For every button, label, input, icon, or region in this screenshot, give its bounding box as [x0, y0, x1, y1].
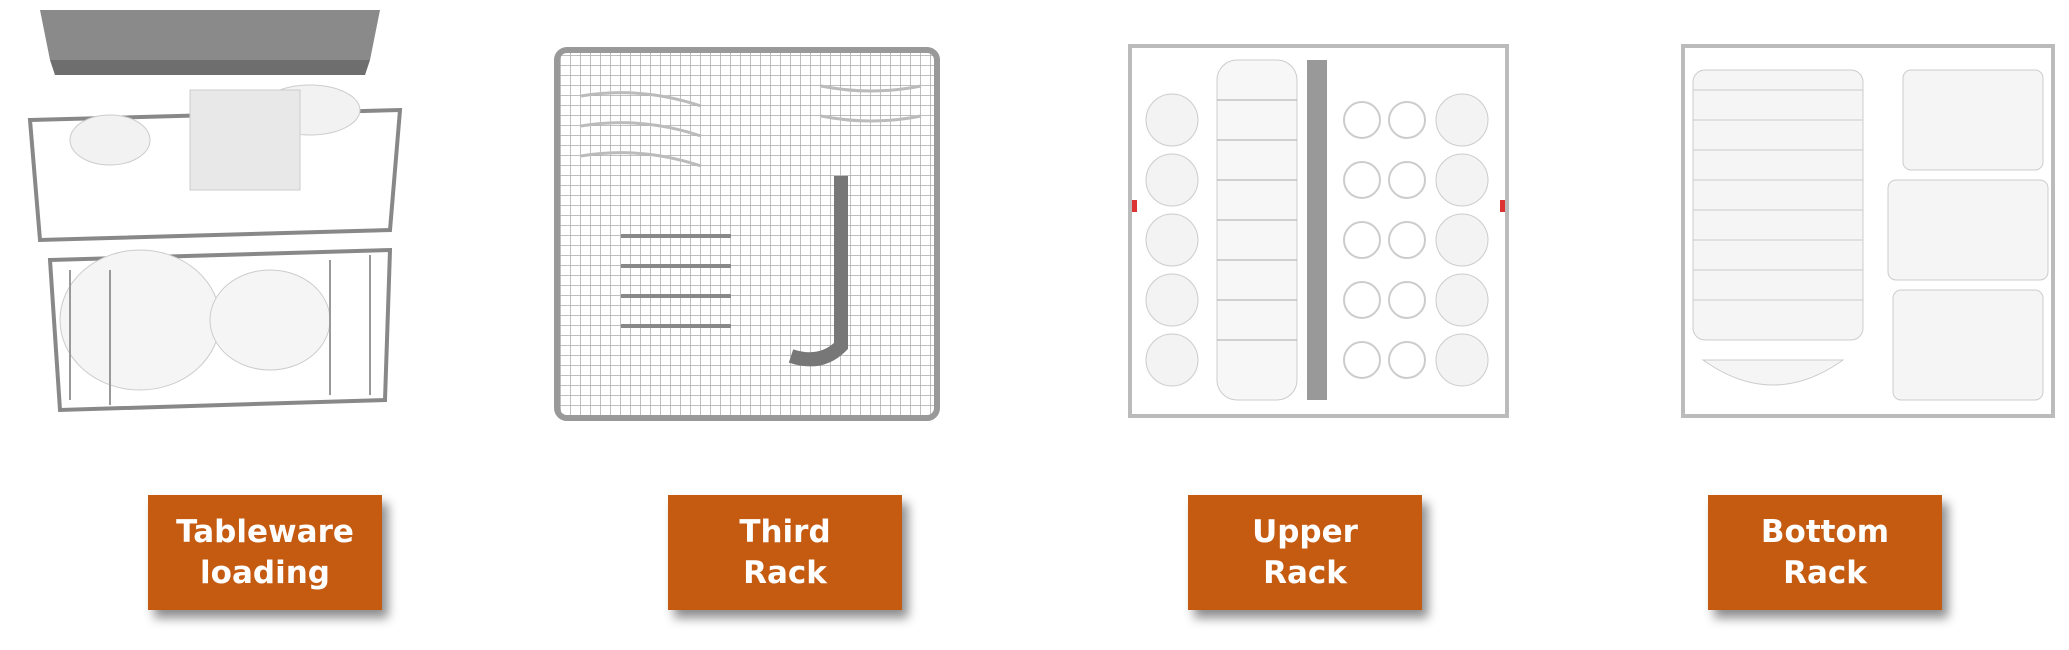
label-line: Rack — [1783, 554, 1867, 591]
label-line: Third — [739, 513, 831, 550]
label-line: Bottom — [1760, 513, 1890, 550]
tableware-loading-label: Tableware loading — [148, 495, 382, 610]
third-rack-label: Third Rack — [668, 495, 902, 610]
upper-rack-image — [1128, 44, 1509, 418]
dishwasher-racks-loaded-image — [27, 10, 403, 413]
label-line: Rack — [743, 554, 827, 591]
label-line: Tableware — [176, 513, 354, 550]
label-line: Rack — [1263, 554, 1347, 591]
upper-rack-label: Upper Rack — [1188, 495, 1422, 610]
bottom-rack-image — [1681, 44, 2055, 418]
third-rack-image — [554, 47, 940, 421]
label-line: loading — [200, 554, 330, 591]
label-line: Upper — [1252, 513, 1358, 550]
bottom-rack-label: Bottom Rack — [1708, 495, 1942, 610]
